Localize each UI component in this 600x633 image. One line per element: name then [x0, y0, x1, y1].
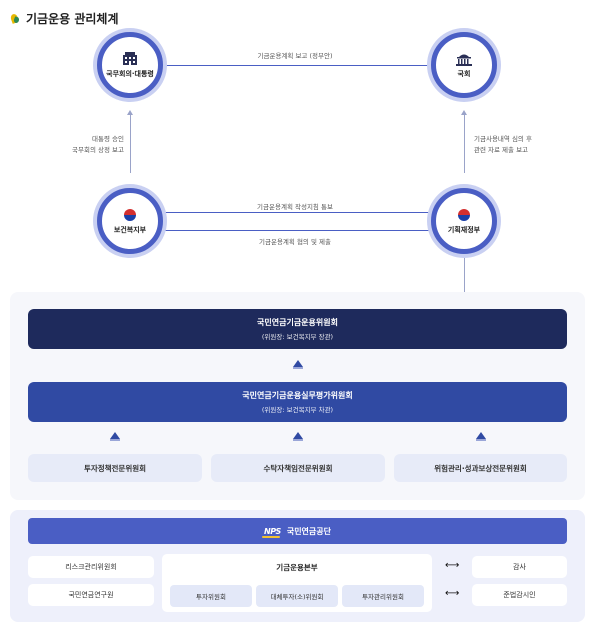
main-committee-sub: (위원장: 보건복지부 장관) — [261, 333, 334, 341]
sub-committee-risk: 위험관리·성과보상전문위원회 — [394, 454, 567, 482]
node-label-cabinet: 국무회의·대통령 — [106, 69, 154, 78]
sub-committee-investment-policy: 투자정책전문위원회 — [28, 454, 202, 482]
double-arrow-icon: ⟷ — [445, 560, 460, 571]
compliance-officer: 준법감시인 — [472, 584, 567, 606]
arrow-up-icon — [110, 432, 120, 441]
node-label-welfare: 보건복지부 — [113, 225, 147, 234]
arrow-up-icon — [461, 110, 467, 115]
assembly-building-icon — [455, 52, 473, 66]
practice-committee: 국민연금기금운용실무평가위원회 (위원장: 보건복지부 차관) — [28, 382, 567, 422]
fund-management-hq: 기금운용본부 투자위원회 대체투자(소)위원회 투자관리위원회 — [162, 554, 432, 612]
label-cabinet-assembly: 기금운용계획 보고 (정부안) — [257, 52, 333, 60]
label-welfare-finance-bottom: 기금운용계획 협의 및 제출 — [259, 238, 331, 246]
audit: 감사 — [472, 556, 567, 578]
taeguk-icon — [121, 208, 139, 222]
nps-header: NPS 국민연금공단 — [28, 518, 567, 544]
line-welfare-finance-bottom — [160, 230, 430, 231]
fund-hq-title: 기금운용본부 — [276, 563, 318, 572]
node-assembly: 국회 — [431, 32, 497, 98]
practice-committee-title: 국민연금기금운용실무평가위원회 — [242, 391, 353, 400]
arrow-up-icon — [293, 360, 303, 369]
arrow-up-icon — [293, 432, 303, 441]
node-label-finance: 기획재정부 — [447, 225, 481, 234]
line-finance-assembly — [464, 113, 465, 173]
node-cabinet: 국무회의·대통령 — [97, 32, 163, 98]
practice-committee-sub: (위원장: 보건복지부 차관) — [261, 406, 334, 414]
arrow-up-icon — [476, 432, 486, 441]
nps-logo: NPS — [262, 526, 281, 538]
line-finance-committee — [464, 258, 465, 292]
nps-research-institute: 국민연금연구원 — [28, 584, 154, 606]
node-welfare: 보건복지부 — [97, 188, 163, 254]
nps-name: 국민연금공단 — [286, 526, 331, 536]
node-finance: 기획재정부 — [431, 188, 497, 254]
investment-management-committee: 투자관리위원회 — [342, 585, 424, 607]
investment-committee: 투자위원회 — [170, 585, 252, 607]
label-welfare-cabinet: 대통령 승인 국무회의 상정 보고 — [72, 135, 124, 154]
main-committee-title: 국민연금기금운용위원회 — [257, 318, 338, 327]
leaf-icon — [10, 14, 20, 24]
taeguk-icon — [455, 208, 473, 222]
building-icon — [121, 51, 139, 66]
page-title: 기금운용 관리체계 — [10, 10, 119, 27]
node-label-assembly: 국회 — [457, 69, 471, 78]
label-welfare-finance-top: 기금운용계획 작성지침 통보 — [257, 203, 333, 211]
line-welfare-cabinet — [130, 113, 131, 173]
label-finance-assembly: 기금사용내역 심의 후 관련 자료 제출 보고 — [474, 135, 532, 154]
line-welfare-finance-top — [160, 212, 430, 213]
sub-committee-stewardship: 수탁자책임전문위원회 — [211, 454, 385, 482]
line-cabinet-assembly — [160, 65, 430, 66]
alternative-investment-committee: 대체투자(소)위원회 — [256, 585, 338, 607]
risk-management-committee: 리스크관리위원회 — [28, 556, 154, 578]
arrow-up-icon — [127, 110, 133, 115]
main-committee: 국민연금기금운용위원회 (위원장: 보건복지부 장관) — [28, 309, 567, 349]
page-title-text: 기금운용 관리체계 — [26, 12, 119, 26]
double-arrow-icon: ⟷ — [445, 588, 460, 599]
